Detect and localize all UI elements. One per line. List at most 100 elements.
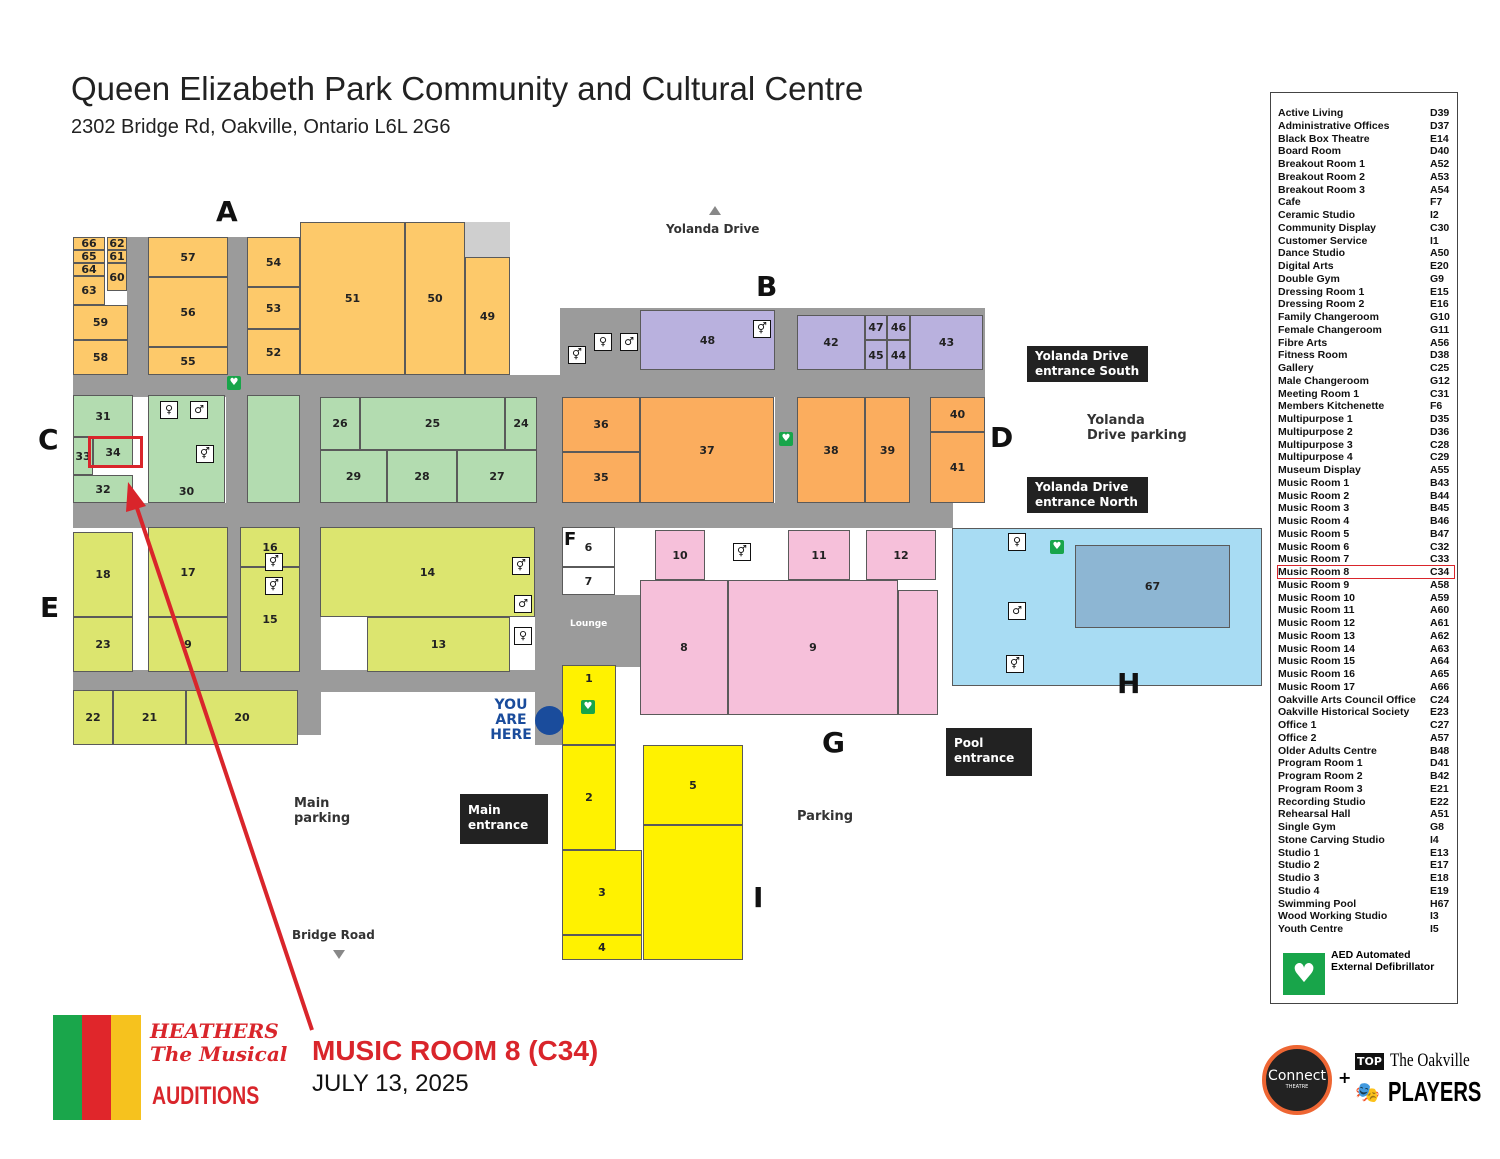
- top-logo: TOP: [1355, 1053, 1384, 1070]
- legend-entry-name: Members Kitchenette: [1278, 400, 1385, 413]
- room-r37: 37: [640, 397, 774, 503]
- legend-entry-name: Music Room 10: [1278, 591, 1356, 604]
- legend-entry: Music Room 7 C33: [1278, 553, 1454, 565]
- legend-entry-name: Recording Studio: [1278, 795, 1366, 808]
- room-r32: 32: [73, 475, 133, 503]
- legend-entry-code: E13: [1430, 846, 1449, 859]
- aed-icon: ♥: [581, 700, 595, 714]
- room-r28: 28: [387, 450, 457, 503]
- legend-entry: Music Room 10 A59: [1278, 592, 1454, 604]
- legend-entry-name: Dressing Room 1: [1278, 285, 1365, 298]
- room-r53: 53: [247, 287, 300, 329]
- corridor: [535, 375, 563, 745]
- legend-entry-name: Music Room 13: [1278, 629, 1356, 642]
- corridor: [775, 375, 798, 525]
- legend-entry-name: Wood Working Studio: [1278, 910, 1388, 923]
- room-r13: 13: [367, 617, 510, 672]
- legend-entry-code: A56: [1430, 336, 1450, 349]
- room-r59: 59: [73, 305, 128, 340]
- corridor: [298, 375, 321, 735]
- legend-entry-name: Customer Service: [1278, 234, 1368, 247]
- legend-entry-name: Rehearsal Hall: [1278, 808, 1351, 821]
- oakville-logo-text: The Oakville: [1390, 1050, 1470, 1071]
- legend-entry-code: D37: [1430, 119, 1450, 132]
- legend-entry-code: D35: [1430, 413, 1450, 425]
- room-area: [643, 825, 743, 960]
- aed-icon: ♥: [227, 376, 241, 390]
- room-r23: 23: [73, 617, 133, 672]
- legend-entry-name: Stone Carving Studio: [1278, 833, 1385, 846]
- legend-entry-name: Music Room 9: [1278, 578, 1350, 591]
- legend-entry-name: Studio 1: [1278, 846, 1320, 859]
- room-r39: 39: [865, 397, 910, 503]
- legend-entry-name: Music Room 17: [1278, 680, 1356, 693]
- legend-entry-name: Black Box Theatre: [1278, 132, 1370, 145]
- room-r11: 11: [788, 530, 850, 580]
- legend-entry-code: A50: [1430, 247, 1450, 260]
- legend-entry-code: C29: [1430, 451, 1450, 464]
- legend-entry-name: Active Living: [1278, 107, 1344, 119]
- legend-entry-name: Male Changeroom: [1278, 374, 1370, 387]
- legend-entry-name: Studio 3: [1278, 872, 1320, 884]
- legend-entry-code: C33: [1430, 553, 1450, 566]
- legend-entry-name: Music Room 14: [1278, 642, 1356, 655]
- aed-legend-icon: ♥: [1283, 953, 1325, 995]
- legend-entry-name: Music Room 6: [1278, 540, 1350, 553]
- legend-entry-code: D41: [1430, 757, 1450, 770]
- zone-i-label: I: [753, 881, 764, 914]
- room-r36: 36: [562, 397, 640, 452]
- legend-entry-code: A52: [1430, 158, 1450, 170]
- room-r49: 49: [465, 257, 510, 375]
- room-r57: 57: [148, 237, 228, 277]
- zone-f-label: F: [564, 529, 577, 550]
- legend-entry-code: I1: [1430, 234, 1439, 247]
- corridor: [560, 595, 642, 667]
- legend-entry-code: E19: [1430, 884, 1449, 897]
- legend-entry-code: B47: [1430, 527, 1450, 540]
- restroom-icon: ♂: [514, 595, 532, 613]
- legend-entry-name: Board Room: [1278, 145, 1341, 158]
- restroom-icon: ♂: [620, 333, 638, 351]
- connect-logo-text: Connect: [1268, 1068, 1326, 1084]
- legend-entry-name: Music Room 8: [1278, 566, 1350, 578]
- legend-entry-name: Breakout Room 2: [1278, 170, 1365, 183]
- legend-entry-code: F7: [1430, 196, 1443, 209]
- legend-entry-code: B42: [1430, 770, 1450, 782]
- south-arrow-icon: [333, 950, 345, 959]
- connect-logo-subtext: THEATRE: [1285, 1084, 1309, 1090]
- room-r26: 26: [320, 397, 360, 450]
- room-r15: 15: [240, 567, 300, 672]
- legend-entry-name: Music Room 15: [1278, 655, 1356, 668]
- legend-entry-code: A59: [1430, 591, 1450, 604]
- plus-sign: +: [1338, 1068, 1352, 1087]
- legend-entry-code: E21: [1430, 782, 1449, 795]
- room-r12: 12: [866, 530, 936, 580]
- heathers-logo: HEATHERS The Musical: [150, 1019, 288, 1066]
- legend-entry-name: Multipurpose 2: [1278, 425, 1353, 438]
- legend-entry-name: Music Room 7: [1278, 553, 1350, 566]
- legend-entry-name: Digital Arts: [1278, 260, 1334, 272]
- room-r62: 62: [107, 237, 127, 250]
- legend-entry-code: B45: [1430, 502, 1450, 515]
- you-are-here-label: YOU ARE HERE: [490, 697, 532, 743]
- restroom-family-icon: ⚥: [1006, 655, 1024, 673]
- legend-entry-code: C25: [1430, 362, 1450, 374]
